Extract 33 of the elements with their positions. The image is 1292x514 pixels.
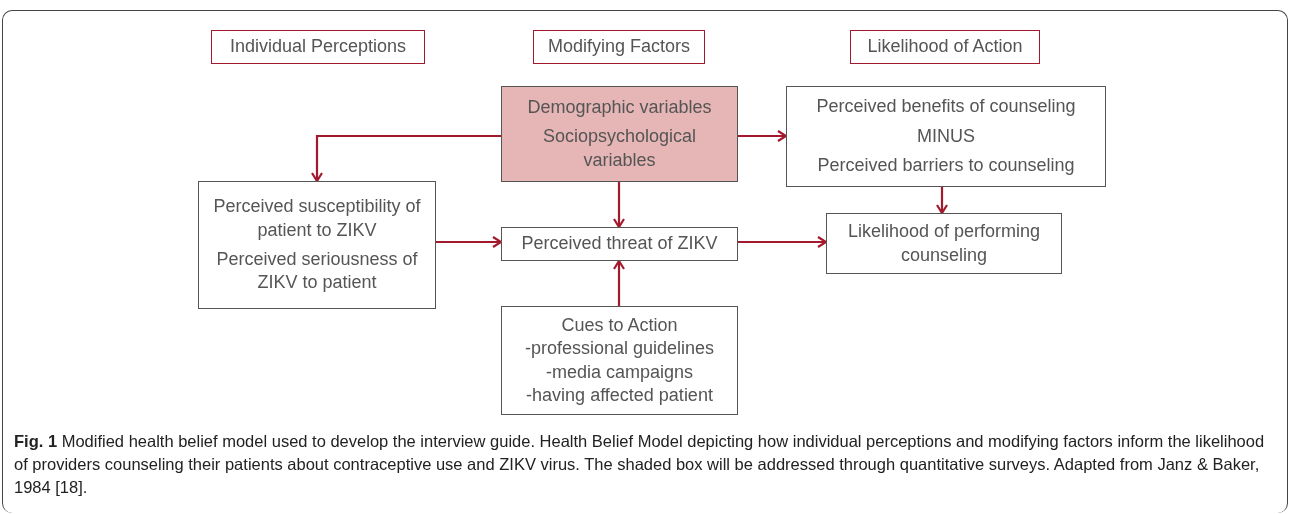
process-box bbox=[501, 227, 738, 261]
box-text: -professional guidelines bbox=[524, 337, 715, 361]
heading-box bbox=[533, 30, 705, 64]
arrow bbox=[738, 129, 788, 143]
figure-caption: Fig. 1 Modified health belief model used to develop the interview guide. Health Belief Model depicting how individual perceptions and modifying factors inform the likelihood of providers counseling their patients about contraceptive use and ZIKV virus. The shaded box will be addressed through quantitative surveys. Adapted from Janz & Baker, 1984 [18]. bbox=[14, 431, 1266, 499]
box-text: Cues to Action bbox=[561, 313, 678, 337]
process-box bbox=[826, 213, 1062, 274]
box-text: MINUS bbox=[917, 124, 975, 148]
box-text: -having affected patient bbox=[526, 383, 713, 407]
arrow bbox=[436, 235, 503, 249]
shaded-box bbox=[501, 86, 738, 182]
box-text: Likelihood of performing counseling bbox=[846, 220, 1042, 267]
process-box bbox=[198, 181, 436, 309]
arrow bbox=[612, 259, 626, 306]
box-text: -media campaigns bbox=[545, 360, 694, 384]
box-text: Demographic variables bbox=[527, 95, 712, 119]
arrow bbox=[935, 187, 949, 215]
box-text: Perceived susceptibility of patient to ZIKV bbox=[212, 195, 422, 242]
heading-box bbox=[211, 30, 425, 64]
arrow bbox=[738, 235, 828, 249]
process-box bbox=[786, 86, 1106, 187]
box-text: Perceived benefits of counseling bbox=[816, 95, 1076, 119]
box-text: Perceived barriers to counseling bbox=[817, 154, 1075, 178]
heading-box bbox=[850, 30, 1040, 64]
arrow bbox=[612, 182, 626, 229]
arrow bbox=[310, 134, 501, 183]
heading-text: Likelihood of Action bbox=[867, 35, 1023, 59]
heading-text: Modifying Factors bbox=[547, 35, 691, 59]
process-box bbox=[501, 306, 738, 415]
heading-text: Individual Perceptions bbox=[229, 35, 407, 59]
box-text: Perceived threat of ZIKV bbox=[521, 232, 718, 256]
box-text: Perceived seriousness of ZIKV to patient bbox=[215, 248, 419, 295]
box-text: Sociopsychological variables bbox=[541, 125, 698, 172]
